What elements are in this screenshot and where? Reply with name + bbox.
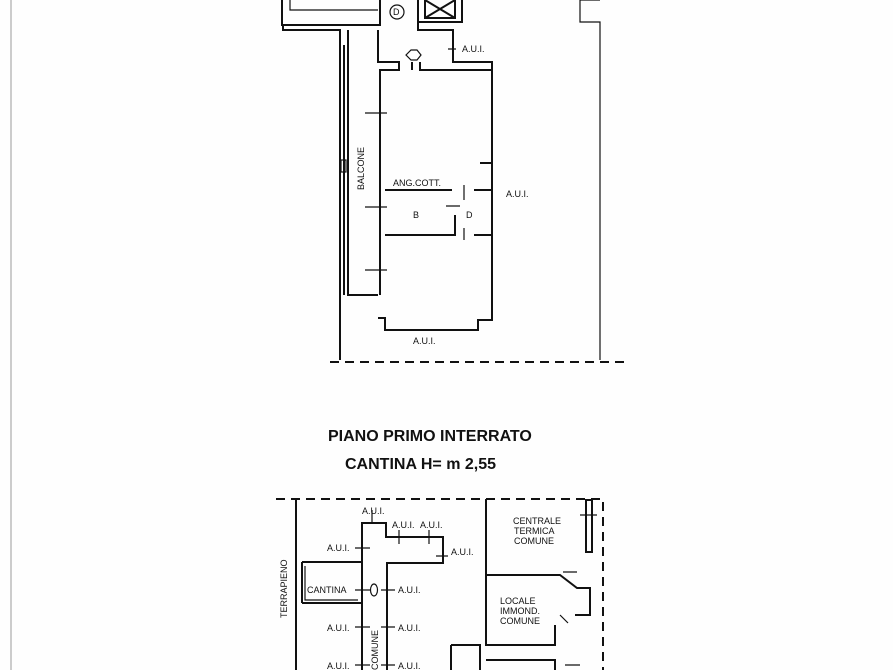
disimpegno-label: D — [466, 210, 473, 220]
bagno-label: B — [413, 210, 419, 220]
centrale-termica-line-3: COMUNE — [514, 536, 554, 546]
balcone-label: BALCONE — [356, 147, 366, 190]
section-subtitle: CANTINA H= m 2,55 — [345, 456, 496, 473]
terrapieno-label: TERRAPIENO — [279, 559, 289, 618]
locale-immond-walls — [485, 499, 591, 646]
aui-label: A.U.I. — [398, 623, 421, 633]
aui-label: A.U.I. — [398, 585, 421, 595]
ang-cott-label: ANG.COTT. — [393, 178, 441, 188]
aui-label: A.U.I. — [420, 520, 443, 530]
aui-label: A.U.I. — [362, 506, 385, 516]
balcony-outer-wall — [282, 25, 378, 360]
entrance-door-symbol — [405, 49, 422, 61]
aui-label: A.U.I. — [327, 623, 350, 633]
aui-label: A.U.I. — [327, 543, 350, 553]
aui-label: A.U.I. — [327, 661, 350, 670]
aui-label: A.U.I. — [398, 661, 421, 670]
unit-door-ticks — [355, 510, 448, 666]
property-boundary-dashed — [276, 498, 604, 670]
lower-plan: A.U.I. A.U.I. A.U.I. A.U.I. A.U.I. CANTI… — [276, 498, 604, 670]
door-openings — [559, 514, 597, 666]
light-point-symbol — [369, 583, 379, 597]
adjacent-unit-wall — [579, 0, 601, 360]
door-marker-circle — [389, 4, 405, 20]
cantina-walls — [301, 561, 363, 670]
centrale-termica-line-2: TERMICA — [514, 526, 555, 536]
comune-label: COMUNE — [370, 630, 380, 670]
door-marker-label: D — [393, 7, 400, 17]
centrale-termica-line-1: CENTRALE — [513, 516, 561, 526]
apartment-left-wall — [377, 30, 492, 295]
lower-right-walls — [450, 644, 556, 670]
aui-label: A.U.I. — [451, 547, 474, 557]
upper-plan: D A.U.I. BALCONE ANG.COTT. B D A.U.I. A.… — [281, 0, 628, 363]
cantina-inner-line — [304, 566, 358, 601]
aui-label: A.U.I. — [506, 189, 529, 199]
door-openings — [446, 185, 465, 240]
apartment-outer-wall-right — [378, 22, 493, 331]
balcony-post — [340, 159, 347, 173]
upper-room-wall — [281, 0, 381, 26]
aui-label: A.U.I. — [413, 336, 436, 346]
locale-immond-line-2: IMMOND. — [500, 606, 540, 616]
internal-walls — [385, 162, 492, 236]
centrale-termica-vent — [585, 499, 593, 553]
upper-room-inner-wall — [289, 0, 378, 11]
locale-immond-line-1: LOCALE — [500, 596, 536, 606]
aui-label: A.U.I. — [392, 520, 415, 530]
window-ticks — [365, 48, 456, 271]
locale-immond-line-3: COMUNE — [500, 616, 540, 626]
section-title: PIANO PRIMO INTERRATO — [328, 428, 532, 445]
elevator-shaft — [417, 0, 463, 23]
cantina-label: CANTINA — [307, 585, 347, 595]
aui-label: A.U.I. — [462, 44, 485, 54]
common-corridor-walls — [361, 522, 444, 670]
